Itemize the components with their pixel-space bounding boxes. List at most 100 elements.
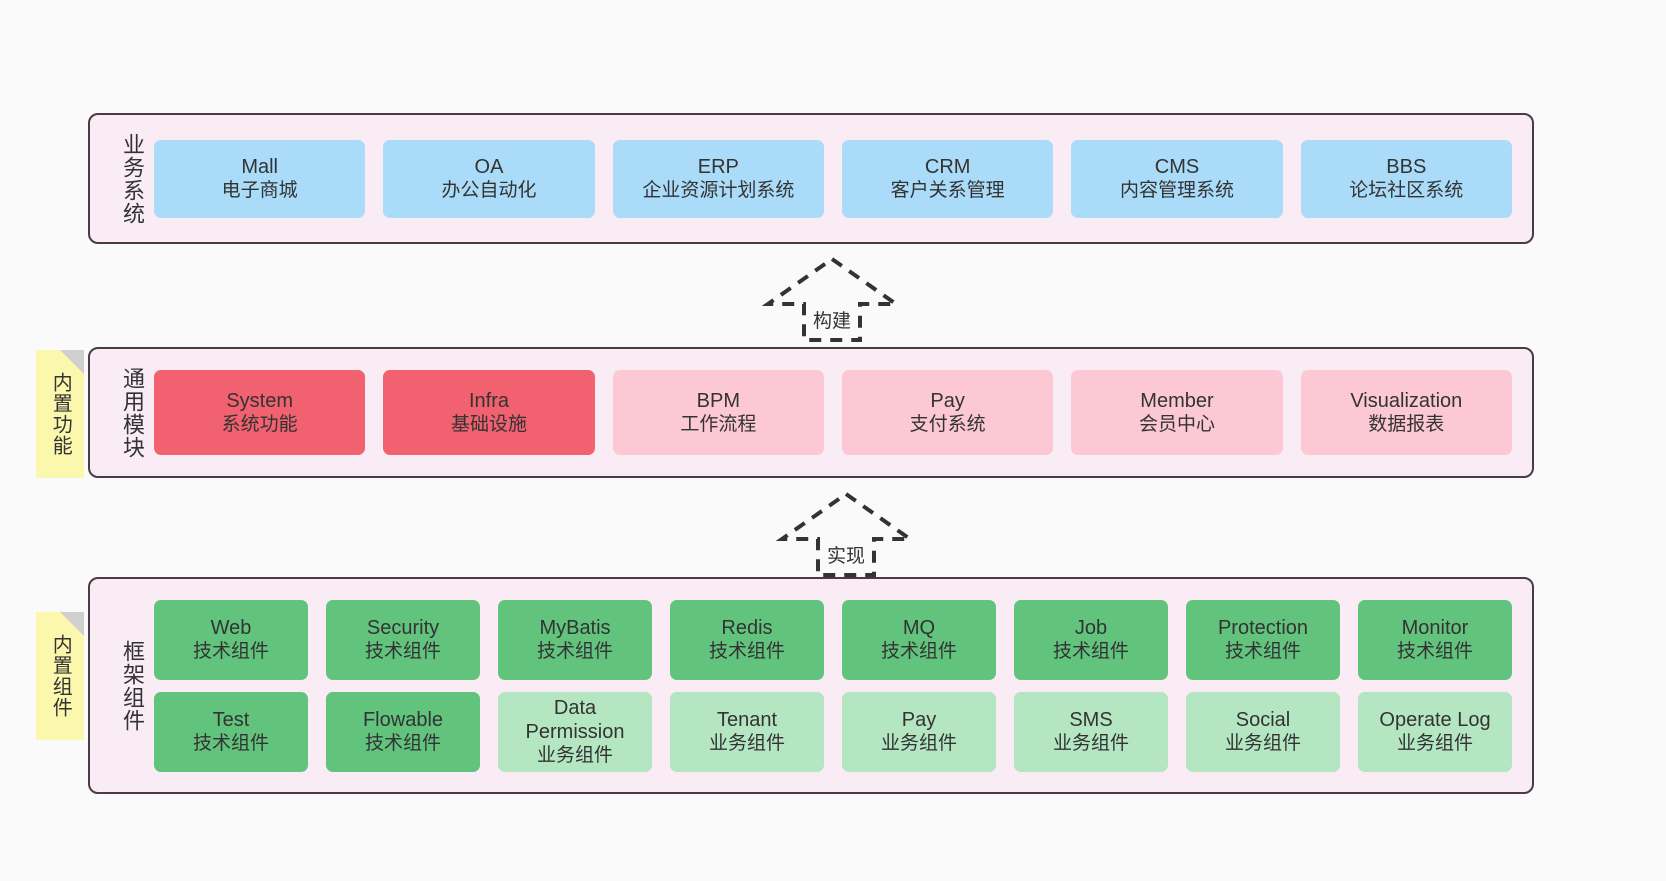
sticky-note-fold-icon — [60, 350, 84, 374]
card-mq-title: MQ — [902, 616, 936, 639]
card-bbs-subtitle: 论坛社区系统 — [1349, 180, 1464, 202]
sticky-note-builtin-function: 内置功能 — [36, 350, 84, 478]
sticky-note-builtin-component-label: 内置组件 — [49, 634, 72, 718]
card-mybatis[interactable]: MyBatis 技术组件 — [498, 599, 652, 680]
card-oa-title: OA — [474, 155, 504, 178]
card-crm-title: CRM — [924, 155, 971, 178]
card-protection-title: Protection — [1217, 616, 1309, 639]
card-operate-log[interactable]: Operate Log 业务组件 — [1358, 691, 1512, 772]
card-member-subtitle: 会员中心 — [1138, 414, 1215, 436]
card-test-subtitle: 技术组件 — [192, 733, 269, 755]
card-monitor[interactable]: Monitor 技术组件 — [1358, 599, 1512, 680]
card-crm[interactable]: CRM 客户关系管理 — [841, 139, 1054, 218]
card-pay-module[interactable]: Pay 支付系统 — [841, 370, 1054, 455]
layer-common-module-label: 通用模块 — [120, 366, 145, 459]
card-job[interactable]: Job 技术组件 — [1014, 599, 1168, 680]
card-web[interactable]: Web 技术组件 — [154, 599, 308, 680]
card-cms[interactable]: CMS 内容管理系统 — [1071, 139, 1283, 218]
card-infra-subtitle: 基础设施 — [450, 414, 527, 436]
card-sms-subtitle: 业务组件 — [1052, 733, 1129, 755]
card-monitor-title: Monitor — [1401, 616, 1469, 639]
card-sms[interactable]: SMS 业务组件 — [1014, 691, 1168, 772]
card-mall-title: Mall — [241, 155, 278, 178]
card-tenant[interactable]: Tenant 业务组件 — [670, 691, 824, 772]
card-operate-log-title: Operate Log — [1379, 708, 1491, 731]
card-bpm-subtitle: 工作流程 — [680, 414, 757, 436]
card-web-title: Web — [210, 616, 252, 639]
arrow-implement: 实现 — [770, 489, 922, 579]
card-system[interactable]: System 系统功能 — [154, 370, 366, 455]
sticky-note-builtin-component: 内置组件 — [36, 612, 84, 740]
card-visualization[interactable]: Visualization 数据报表 — [1300, 370, 1512, 455]
sticky-note-builtin-function-label: 内置功能 — [49, 372, 72, 456]
card-mybatis-title: MyBatis — [539, 616, 611, 639]
card-pay-component-subtitle: 业务组件 — [880, 733, 957, 755]
card-member[interactable]: Member 会员中心 — [1071, 370, 1283, 455]
arrow-implement-label: 实现 — [826, 546, 865, 567]
card-mall-subtitle: 电子商城 — [221, 180, 298, 202]
card-redis-subtitle: 技术组件 — [708, 641, 785, 663]
card-data-permission-title: Data Permission — [525, 696, 625, 743]
layer-business-system-label: 业务系统 — [120, 132, 145, 225]
card-flowable-title: Flowable — [362, 708, 444, 731]
card-bpm-title: BPM — [696, 389, 740, 412]
card-pay-module-subtitle: 支付系统 — [909, 414, 986, 436]
card-bpm[interactable]: BPM 工作流程 — [612, 370, 824, 455]
card-test[interactable]: Test 技术组件 — [154, 691, 308, 772]
card-security[interactable]: Security 技术组件 — [326, 599, 480, 680]
card-tenant-title: Tenant — [716, 708, 778, 731]
card-protection[interactable]: Protection 技术组件 — [1186, 599, 1340, 680]
card-protection-subtitle: 技术组件 — [1224, 641, 1301, 663]
card-web-subtitle: 技术组件 — [192, 641, 269, 663]
card-cms-title: CMS — [1154, 155, 1200, 178]
card-infra-title: Infra — [468, 389, 509, 412]
sticky-note-fold-icon — [60, 612, 84, 636]
card-flowable-subtitle: 技术组件 — [364, 733, 441, 755]
card-job-subtitle: 技术组件 — [1052, 641, 1129, 663]
card-erp[interactable]: ERP 企业资源计划系统 — [612, 139, 824, 218]
card-mall[interactable]: Mall 电子商城 — [154, 139, 366, 218]
layer-business-system: 业务系统 Mall 电子商城 OA 办公自动化 ERP 企业资源计划系统 CRM… — [88, 113, 1534, 244]
card-mq-subtitle: 技术组件 — [880, 641, 957, 663]
card-tenant-subtitle: 业务组件 — [708, 733, 785, 755]
card-mybatis-subtitle: 技术组件 — [536, 641, 613, 663]
card-pay-component[interactable]: Pay 业务组件 — [842, 691, 996, 772]
layer-common-module: 通用模块 System 系统功能 Infra 基础设施 BPM 工作流程 Pay… — [88, 347, 1534, 478]
card-oa-subtitle: 办公自动化 — [441, 180, 537, 202]
card-security-title: Security — [366, 616, 440, 639]
card-bbs[interactable]: BBS 论坛社区系统 — [1300, 139, 1512, 218]
card-erp-title: ERP — [697, 155, 739, 178]
card-data-permission[interactable]: Data Permission 业务组件 — [498, 691, 652, 772]
card-cms-subtitle: 内容管理系统 — [1119, 180, 1234, 202]
card-test-title: Test — [212, 708, 250, 731]
card-infra[interactable]: Infra 基础设施 — [383, 370, 595, 455]
arrow-build: 构建 — [756, 254, 908, 344]
card-monitor-subtitle: 技术组件 — [1396, 641, 1473, 663]
card-redis[interactable]: Redis 技术组件 — [670, 599, 824, 680]
card-operate-log-subtitle: 业务组件 — [1396, 733, 1473, 755]
card-crm-subtitle: 客户关系管理 — [890, 180, 1005, 202]
arrow-build-label: 构建 — [812, 311, 851, 332]
card-oa[interactable]: OA 办公自动化 — [383, 139, 595, 218]
card-member-title: Member — [1140, 389, 1214, 412]
card-security-subtitle: 技术组件 — [364, 641, 441, 663]
framework-component-row-2: Test 技术组件 Flowable 技术组件 Data Permission … — [154, 691, 1512, 772]
card-system-subtitle: 系统功能 — [221, 414, 298, 436]
card-visualization-title: Visualization — [1350, 389, 1463, 412]
arrow-implement-shape — [775, 491, 917, 577]
card-job-title: Job — [1074, 616, 1108, 639]
card-social-title: Social — [1235, 708, 1291, 731]
card-sms-title: SMS — [1069, 708, 1113, 731]
card-pay-module-title: Pay — [930, 389, 965, 412]
card-flowable[interactable]: Flowable 技术组件 — [326, 691, 480, 772]
arrow-build-shape — [761, 256, 903, 342]
card-mq[interactable]: MQ 技术组件 — [842, 599, 996, 680]
layer-common-module-body: System 系统功能 Infra 基础设施 BPM 工作流程 Pay 支付系统… — [144, 349, 1532, 476]
framework-component-row-1: Web 技术组件 Security 技术组件 MyBatis 技术组件 Redi… — [154, 599, 1512, 680]
layer-business-system-body: Mall 电子商城 OA 办公自动化 ERP 企业资源计划系统 CRM 客户关系… — [144, 115, 1532, 242]
layer-framework-component: 框架组件 Web 技术组件 Security 技术组件 MyBatis 技术组件… — [88, 577, 1534, 794]
card-social[interactable]: Social 业务组件 — [1186, 691, 1340, 772]
card-system-title: System — [226, 389, 293, 412]
card-redis-title: Redis — [721, 616, 773, 639]
